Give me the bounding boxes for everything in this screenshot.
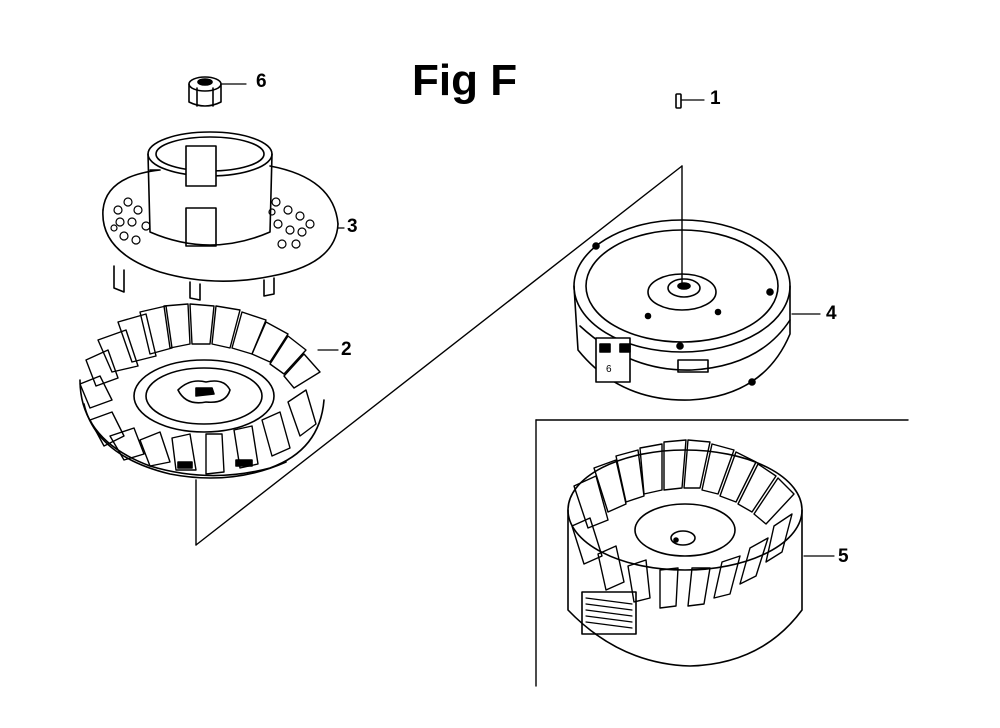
assembly-leader-lines (195, 165, 683, 546)
part-3-starter-pulley (102, 131, 345, 301)
svg-text:6: 6 (606, 364, 612, 375)
callout-3: 3 (347, 216, 358, 237)
figure-title: Fig F (412, 56, 518, 105)
part-2-cooling-fan (79, 303, 339, 479)
callout-2: 2 (341, 339, 352, 360)
part-4-flywheel: 6 (573, 219, 821, 401)
callout-1: 1 (710, 88, 721, 109)
part-5-flywheel-fan-assembly (567, 439, 835, 667)
inset-frame (535, 419, 909, 687)
callout-5: 5 (838, 546, 849, 567)
part-6-nut (188, 76, 247, 107)
part-1-pin (675, 93, 705, 109)
callout-6: 6 (256, 71, 267, 92)
callout-4: 4 (826, 303, 837, 324)
